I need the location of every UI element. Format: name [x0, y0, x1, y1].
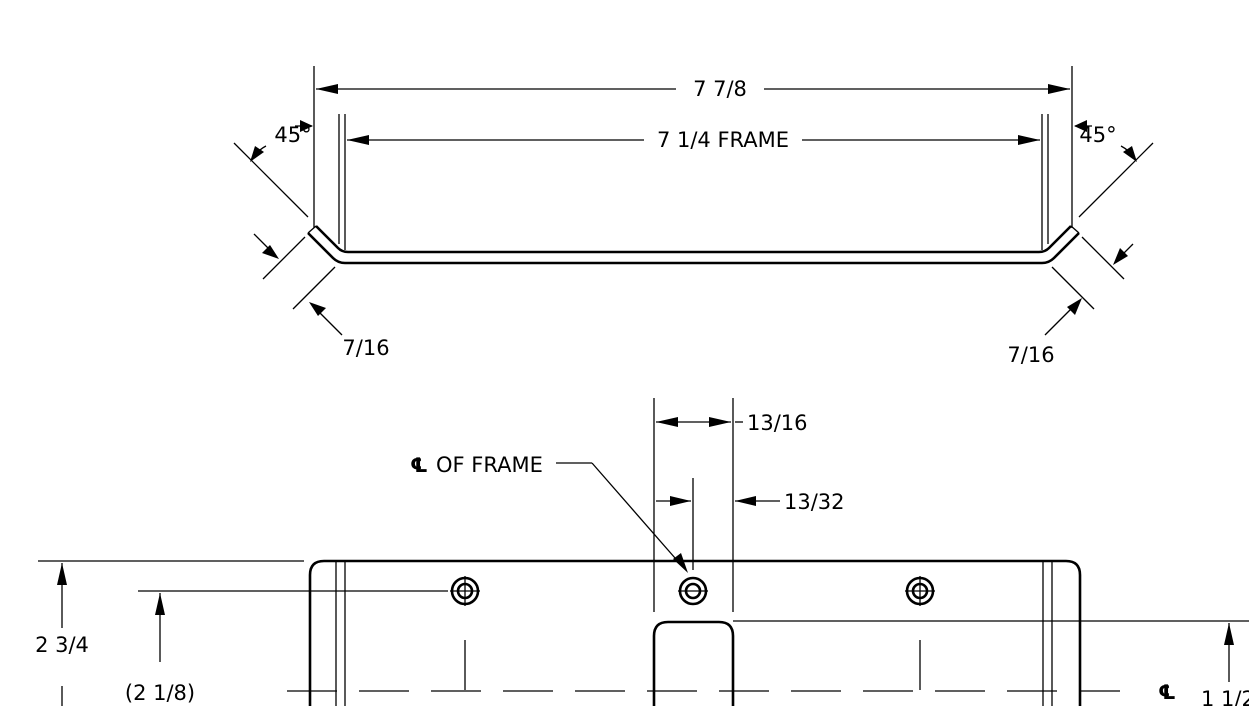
flange-ext-left-inner	[292, 266, 336, 310]
angle-ext-left	[233, 142, 309, 218]
flange-arrow-left-a	[262, 245, 279, 259]
angle-right-text: 45°	[1079, 123, 1116, 147]
cl-leader-diagonal	[591, 462, 683, 567]
dim-right-text: 1 1/2	[1201, 687, 1249, 706]
arrow-holes-top	[155, 593, 165, 615]
profile-outline	[307, 232, 1080, 265]
cl-leader-arrow	[673, 553, 688, 573]
flange-arrow-right-b	[1067, 298, 1082, 315]
cl-symbol-frame: ℄	[410, 453, 428, 477]
dim-slot-text: 13/16	[747, 411, 808, 435]
flange-arrow-right-a	[1113, 248, 1128, 265]
flange-leader-left-a	[253, 233, 269, 249]
arrow-frame-left	[347, 135, 369, 145]
flange-ext-right-outer	[1081, 236, 1125, 280]
arrow-slot-left	[656, 417, 678, 427]
flange-ext-left-outer	[262, 236, 306, 280]
center-slot	[652, 620, 735, 706]
angle-ext-right	[1078, 142, 1154, 218]
dim-overall-text: 7 7/8	[693, 77, 747, 101]
hole-center	[678, 576, 708, 606]
profile-cap-left	[307, 225, 317, 234]
arrow-slot-right	[709, 417, 731, 427]
angle-left-text: 45°	[274, 123, 311, 147]
profile-inner	[315, 225, 1072, 254]
front-view: 13/16 13/32 ℄ OF FRAME 2 3/4 (2 1/8) ℄ 1…	[35, 398, 1249, 706]
arrow-right-top	[1224, 623, 1234, 645]
flange-leader-right-b	[1044, 306, 1074, 336]
flange-right-text: 7/16	[1007, 343, 1054, 367]
angle-arrow-right-b	[1123, 146, 1137, 162]
flange-left-text: 7/16	[342, 336, 389, 360]
arrow-height-top	[57, 563, 67, 585]
arrow-half-right	[735, 496, 756, 506]
dim-height-text: 2 3/4	[35, 633, 89, 657]
angle-arrow-left-b	[250, 146, 264, 162]
angle-arrow-left-a	[300, 120, 313, 132]
angle-arrow-right-a	[1074, 120, 1087, 132]
arrow-overall-left	[316, 84, 338, 94]
arrow-half-left	[670, 496, 691, 506]
flange-arrow-left-b	[309, 302, 326, 316]
cl-symbol-right: ℄	[1158, 680, 1176, 704]
dim-frame-text: 7 1/4 FRAME	[657, 128, 789, 152]
flange-leader-left-b	[317, 310, 343, 336]
top-view: 7 7/8 7 1/4 FRAME 45° 45° 7/16	[233, 66, 1154, 367]
front-outline	[308, 559, 1082, 706]
hole-left	[450, 576, 480, 606]
arrow-overall-right	[1048, 84, 1070, 94]
hole-right	[905, 576, 935, 606]
arrow-frame-right	[1018, 135, 1040, 145]
dim-half-text: 13/32	[784, 490, 845, 514]
cl-frame-text: OF FRAME	[436, 453, 543, 477]
flange-ext-right-inner	[1051, 266, 1095, 310]
dim-holes-text: (2 1/8)	[125, 681, 195, 705]
